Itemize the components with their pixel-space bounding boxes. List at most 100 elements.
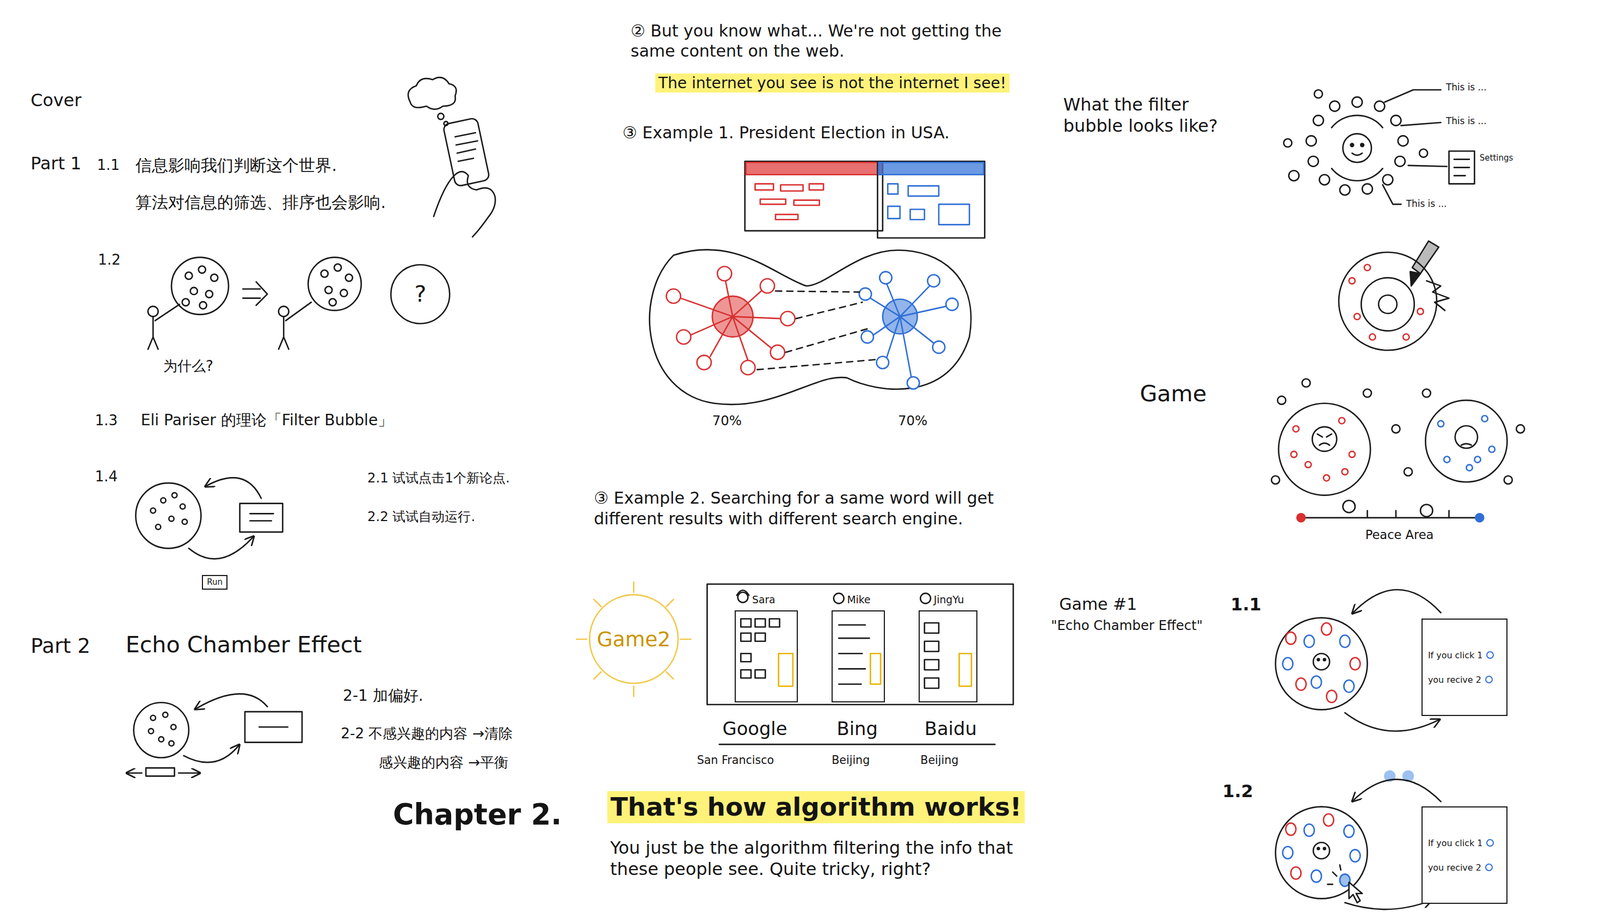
reward-row: you recive 2 (1428, 674, 1494, 685)
bubble-attack (1338, 241, 1450, 351)
game-sketch-part-part (1323, 474, 1330, 481)
game-sketch-part (1437, 415, 1495, 471)
echo-loop-part (178, 771, 200, 774)
sketch-label: 算法对信息的筛选、排序也会影响. (135, 192, 386, 213)
game-step-one (1275, 589, 1442, 731)
game-step-two (1275, 770, 1442, 909)
game-sketch-part-part (1293, 425, 1300, 432)
node-text: you recive 2 (1428, 674, 1482, 685)
echo-loop-part (168, 740, 174, 746)
filter-bubble-part (1360, 143, 1364, 147)
bubble-loop-part (168, 515, 174, 521)
filter-bubble-part (1308, 156, 1319, 167)
filter-bubble-part (1351, 96, 1363, 108)
people-bubbles-part (148, 304, 180, 350)
bubble-attack-part (1361, 277, 1415, 331)
bubble-loop-part (155, 524, 161, 529)
bubble-attack-part (1378, 294, 1398, 314)
polarized-network-part-part (770, 345, 785, 360)
browser-windows-part-part (809, 183, 824, 190)
sketch-label: 1.4 (94, 467, 118, 486)
game-sketch-part-part (1338, 417, 1345, 424)
sketch-label: 感兴趣的内容 →平衡 (378, 753, 509, 772)
sketch-label: 2-2 不感兴趣的内容 →清除 (340, 724, 513, 743)
sketch-label: That's how algorithm works! (607, 790, 1026, 823)
search-frame-part (706, 583, 1014, 705)
sketch-label: 1.3 (94, 411, 118, 430)
polarized-network-part-part (666, 288, 681, 304)
browser-windows-part-part (780, 184, 803, 191)
sketch-label: ③ Example 1. President Election in USA. (622, 122, 950, 144)
sketch-label: Part 1 (30, 152, 82, 175)
game-step-one-part (1313, 653, 1330, 670)
game-sketch-part (1422, 389, 1431, 398)
game-sketch-part (1516, 424, 1525, 433)
sketch-label: ② But you know what... We're not getting… (630, 20, 1044, 62)
sketch-label: Echo Chamber Effect (125, 630, 362, 660)
game-step-two-part (1282, 823, 1361, 886)
search-frame-part (740, 669, 752, 678)
polarized-network-part-part (740, 360, 755, 375)
polarized-network-part-part (879, 271, 892, 285)
polarized-network-part-part (870, 283, 946, 377)
filter-bubble-part (1454, 159, 1470, 176)
sketch-label: 为什么? (163, 357, 214, 375)
node-text: Mike (846, 593, 871, 606)
blue-token (1484, 674, 1494, 684)
phone-doodle-part (442, 117, 491, 187)
node-text: Run (206, 576, 223, 587)
blue-token (1485, 650, 1495, 660)
people-bubbles-part (278, 302, 312, 349)
sun-rays-part (576, 581, 691, 697)
bubble-loop-part (188, 536, 254, 559)
sketch-label: What the filter bubble looks like? (1063, 94, 1242, 138)
phone-doodle-part (454, 132, 478, 162)
game-step-two-part-part (1303, 823, 1315, 836)
people-bubbles-part (329, 298, 337, 306)
game-step-two-part (1327, 864, 1341, 884)
sketch-label: Google (722, 717, 788, 741)
game-sketch-part (1301, 510, 1480, 518)
people-bubbles-part (198, 266, 206, 274)
browser-windows-part (755, 183, 824, 220)
game-step-one-part-part (1285, 631, 1297, 645)
bubble-attack-part-part (1349, 277, 1356, 284)
game-step-one-part-part (1295, 677, 1307, 691)
game-sketch-part (1461, 443, 1472, 446)
game-sketch-part (1302, 378, 1311, 387)
sketch-label: Beijing (920, 753, 959, 768)
people-bubbles-part (278, 306, 289, 317)
circle-outline-path (589, 594, 679, 683)
search-frame-part (719, 743, 995, 746)
game-step-two-part (1275, 806, 1368, 899)
search-frame-part (755, 618, 766, 627)
browser-windows-part (887, 183, 970, 225)
game-sketch-part (1504, 475, 1513, 484)
game-sketch-part-part (1290, 451, 1297, 458)
game-sketch-part (1475, 513, 1484, 522)
people-bubbles-part (205, 290, 213, 298)
sketch-label: San Francisco (697, 753, 775, 768)
people-bubbles-part (185, 272, 193, 280)
game-sketch-part-part (1466, 464, 1473, 471)
game-sketch-part (1312, 426, 1337, 452)
game-step-two-part (1317, 847, 1320, 850)
search-frame-part (769, 618, 780, 627)
polarized-network-part (757, 290, 878, 369)
search-frame-part (838, 624, 870, 685)
people-bubbles-part (324, 286, 332, 294)
browser-windows-part-part (887, 206, 901, 219)
bubble-loop-part (171, 492, 177, 498)
game-sketch-part (1317, 433, 1332, 446)
sketch-label: Peace Area (1365, 526, 1435, 543)
search-frame-part (924, 677, 939, 688)
sketch-label: ③ Example 2. Searching for a same word w… (593, 487, 1023, 529)
bubble-loop-part (160, 497, 166, 503)
game-step-two-part-part (1282, 846, 1294, 859)
bubble-attack-part-part (1364, 264, 1371, 271)
browser-windows-part-part (938, 204, 970, 225)
game-step-one-part-part (1326, 690, 1338, 703)
game-sketch (1271, 378, 1525, 522)
people-bubbles-part (171, 257, 229, 315)
polarized-network-part (666, 266, 795, 375)
